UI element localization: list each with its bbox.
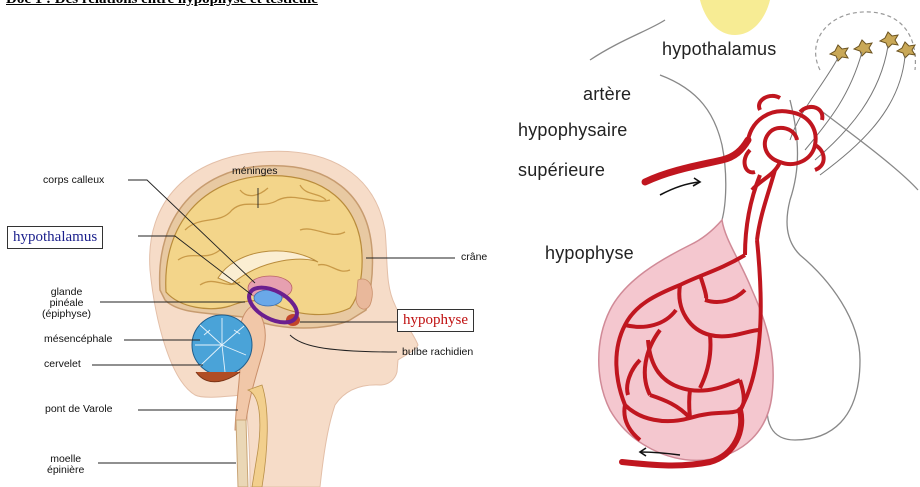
neurosecretory-neurons — [830, 32, 915, 61]
right-label-artere-1: artère — [583, 84, 631, 105]
right-label-artere-3: supérieure — [518, 160, 605, 181]
primary-capillary-plexus — [745, 96, 824, 190]
right-label-artere-2: hypophysaire — [518, 120, 627, 141]
superior-hypophyseal-artery — [645, 140, 748, 182]
right-label-hypophyse: hypophyse — [545, 243, 634, 264]
hypothalamus-yellow-region — [700, 0, 770, 35]
brain-outline-right — [820, 110, 918, 190]
brain-outline-left — [590, 20, 665, 60]
dashed-neuron-outline — [816, 12, 916, 70]
infundibulum-left — [660, 75, 726, 220]
right-label-hypothalamus: hypothalamus — [662, 39, 776, 60]
